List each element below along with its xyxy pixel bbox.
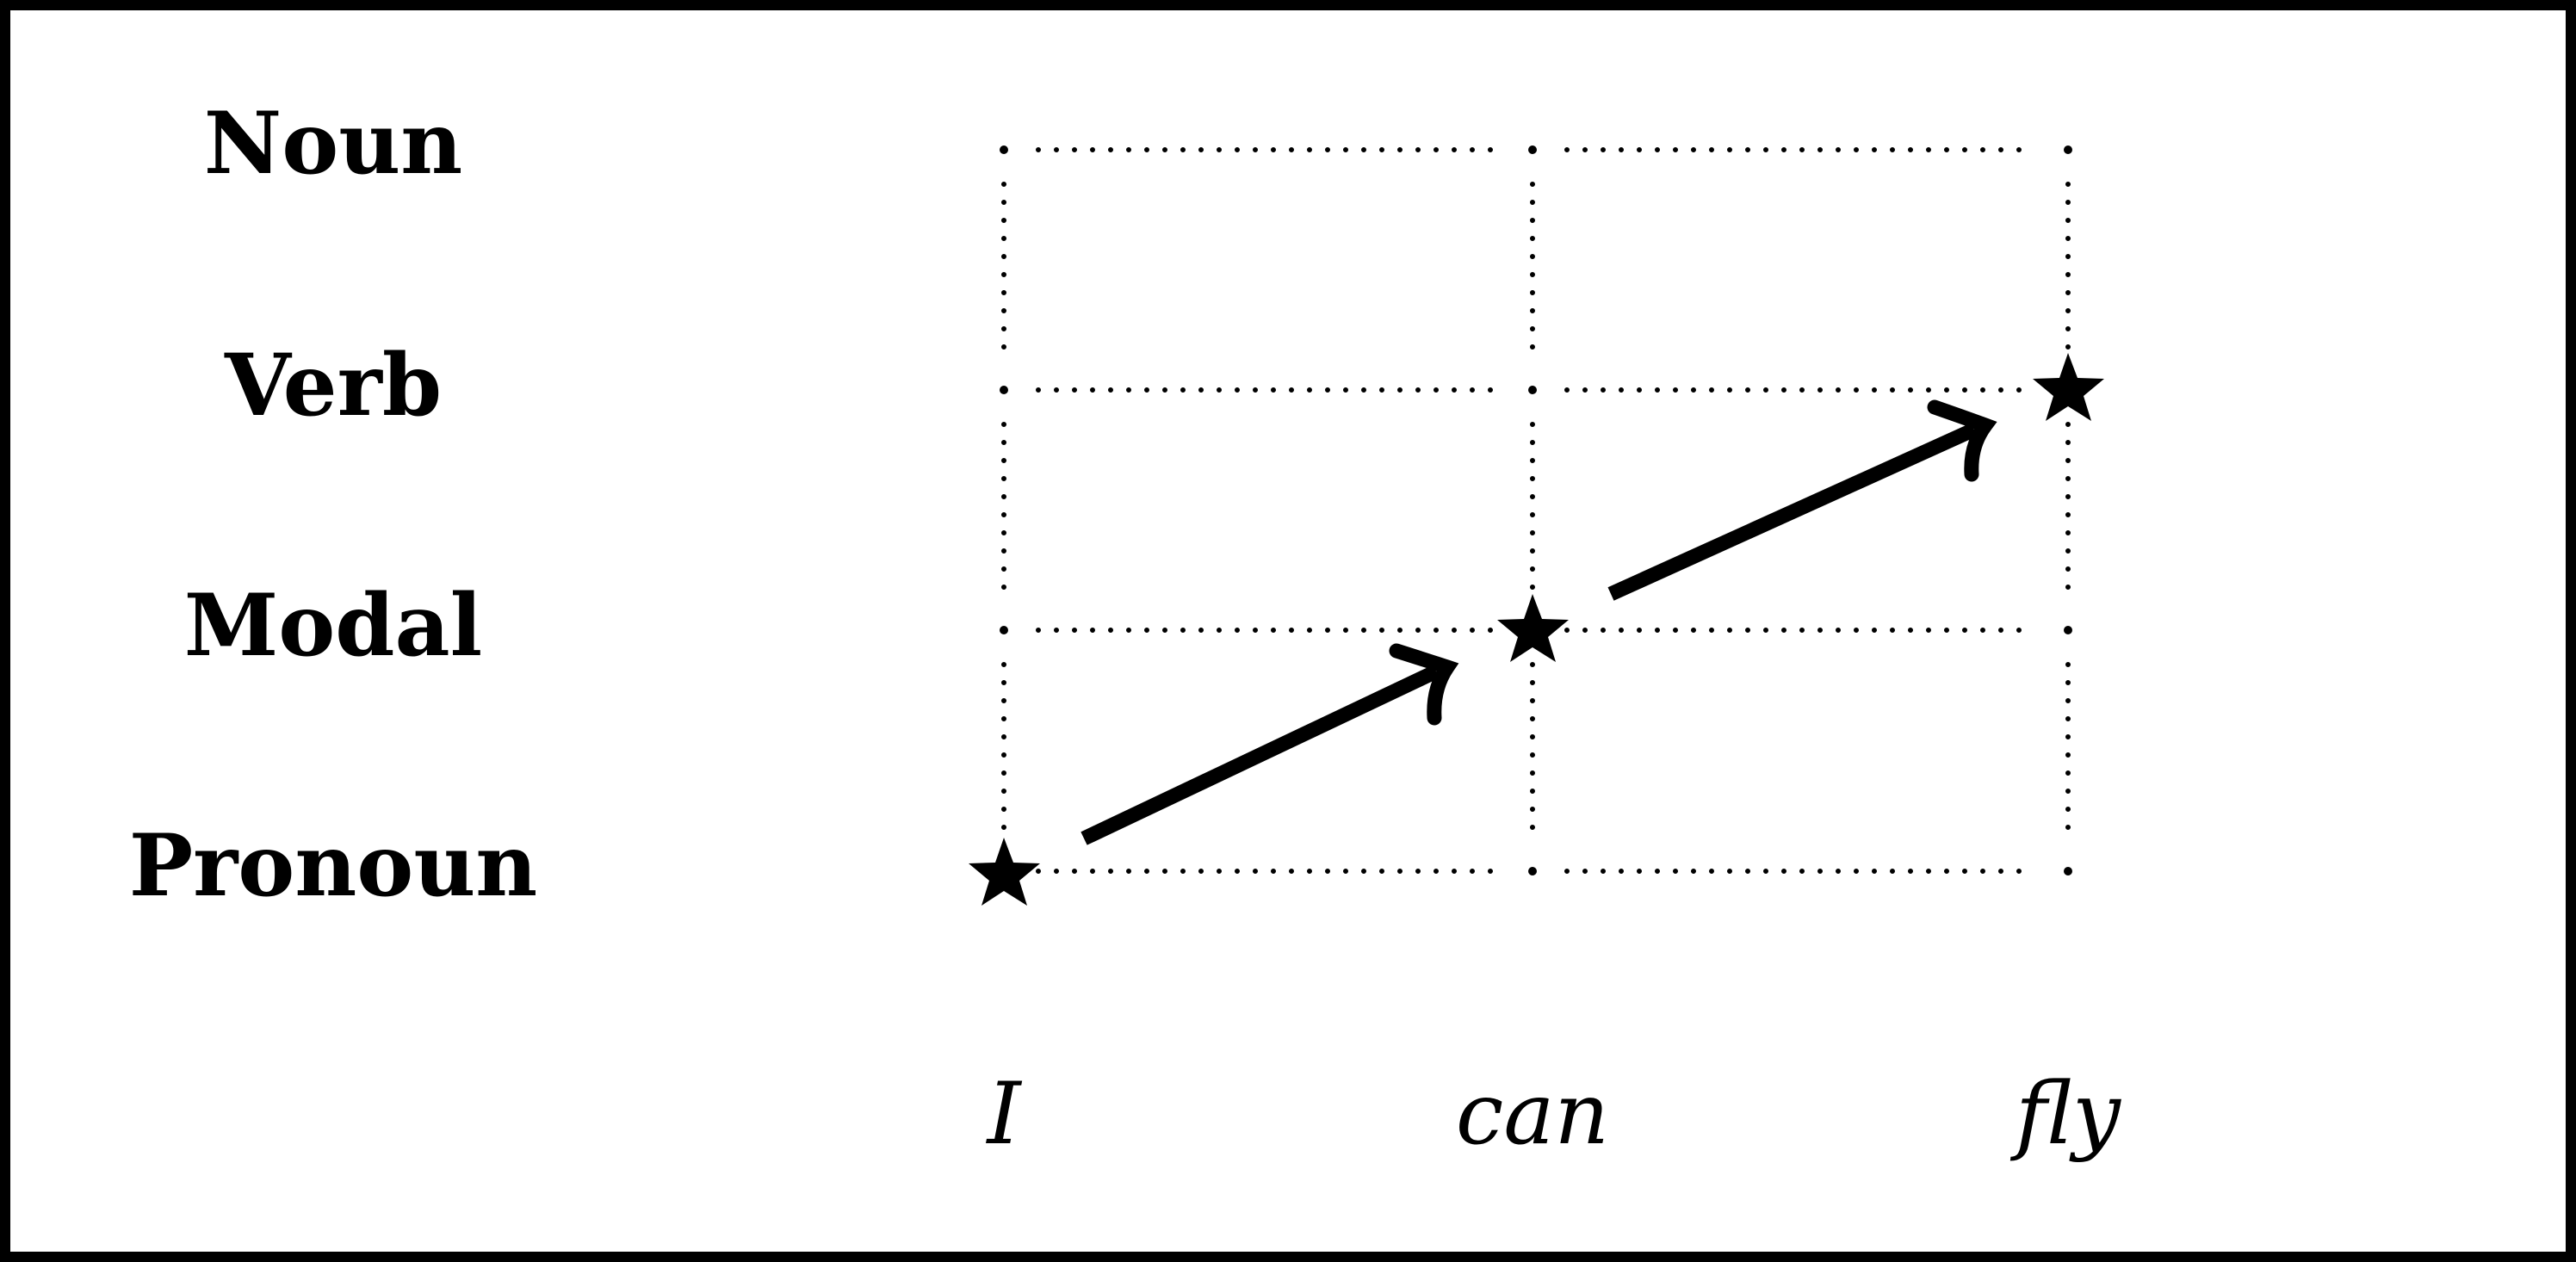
tag-label-pronoun: Pronoun [129, 816, 538, 916]
grid-node [1528, 145, 1537, 154]
path-arrows [1081, 399, 1997, 845]
word-label-i: I [985, 1065, 1022, 1164]
word-label-fly: fly [2009, 1065, 2121, 1164]
arrowhead-can-to-fly [1927, 399, 1997, 482]
grid-node [2064, 867, 2072, 875]
dotted-grid [1000, 145, 2072, 875]
grid-node [2064, 145, 2072, 154]
grid-node [1000, 145, 1008, 154]
star-icon [2033, 353, 2104, 421]
grid-node [1528, 867, 1537, 875]
tag-label-noun: Noun [204, 94, 462, 194]
grid-node [1528, 386, 1537, 394]
grid-node [1000, 386, 1008, 394]
arrowhead-i-to-can [1389, 643, 1459, 726]
star-icon [1497, 594, 1569, 662]
arrow-can-to-fly [1607, 423, 1978, 601]
arrow-i-to-can [1081, 665, 1440, 845]
tag-label-verb: Verb [224, 336, 442, 436]
word-label-can: can [1456, 1065, 1609, 1164]
tag-label-modal: Modal [184, 576, 483, 676]
grid-node [1000, 626, 1008, 634]
grid-node [2064, 626, 2072, 634]
star-icon [969, 838, 1040, 906]
